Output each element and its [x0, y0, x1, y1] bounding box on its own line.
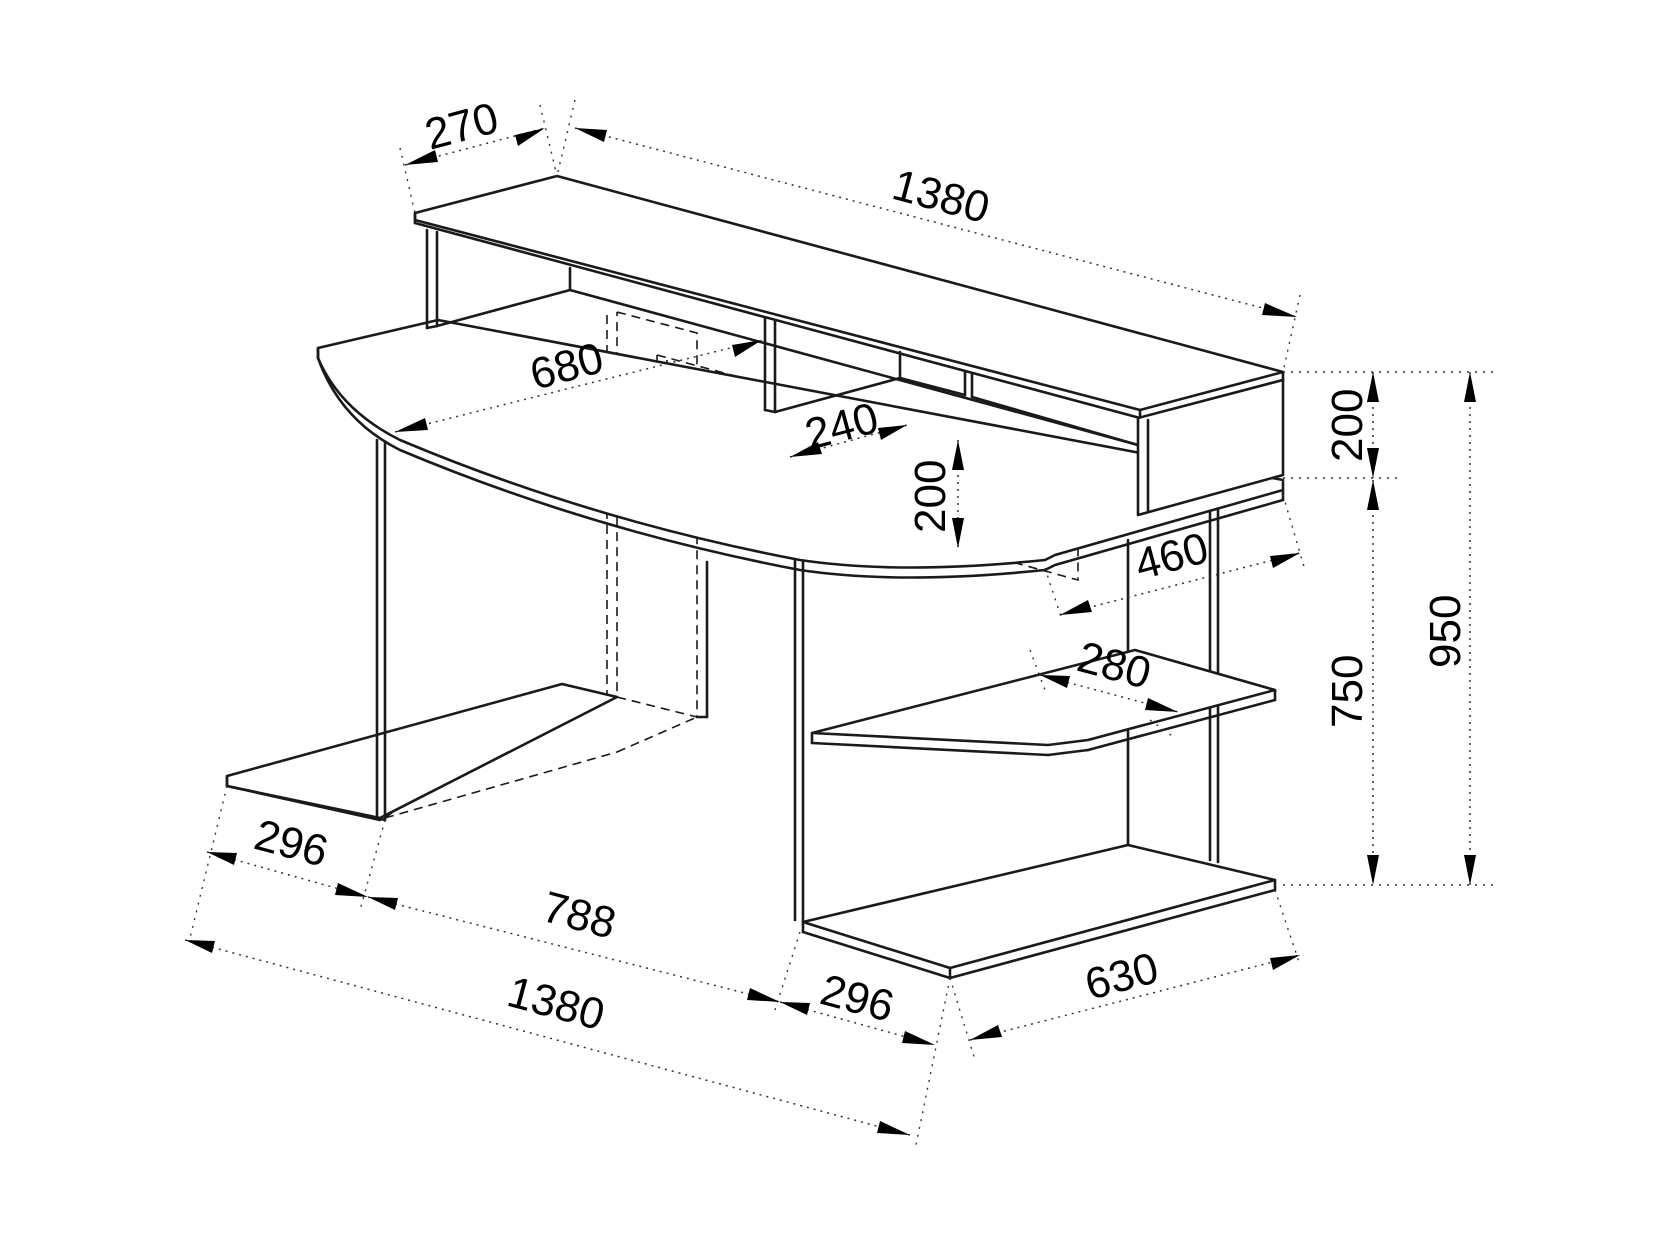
dim-label-desk-height: 750 — [1323, 655, 1372, 728]
dim-label-total-height: 950 — [1421, 595, 1470, 668]
dim-label-right-base-depth: 630 — [1080, 943, 1164, 1009]
left-side-panel — [375, 438, 709, 822]
dim-label-shelf-height: 200 — [1323, 389, 1372, 462]
hutch — [413, 174, 1285, 517]
right-structure — [793, 506, 1277, 980]
extension-lines — [189, 99, 1495, 1151]
dim-label-right-side-width: 296 — [815, 965, 899, 1031]
desk-top — [316, 318, 1285, 579]
dim-label-side-depth: 460 — [1130, 523, 1214, 589]
dim-label-total-width: 1380 — [502, 967, 609, 1040]
dimension-lines — [184, 127, 1476, 1136]
dim-label-shelf-width: 1380 — [887, 160, 994, 233]
dim-label-niche-height: 200 — [906, 460, 955, 533]
dim-label-middle-span: 788 — [537, 882, 621, 948]
dim-label-shelf-depth: 270 — [420, 93, 504, 159]
left-base — [225, 682, 619, 822]
